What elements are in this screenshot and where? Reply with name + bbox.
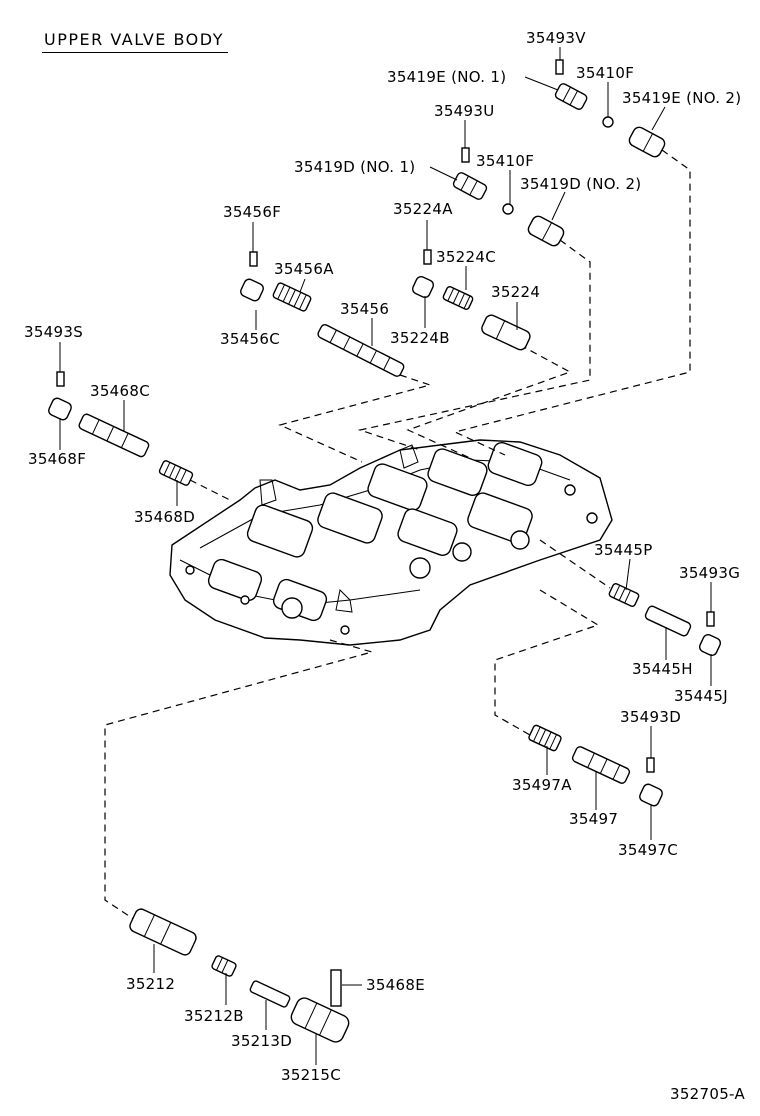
- part-35468D: [158, 460, 194, 486]
- part-35497C: [639, 783, 663, 807]
- part-35445H: [644, 605, 692, 637]
- part-35497A: [528, 724, 562, 752]
- part-35215C: [290, 997, 350, 1043]
- label-35468C: 35468C: [90, 382, 150, 400]
- label-35224A: 35224A: [393, 200, 453, 218]
- part-35493V: [555, 59, 564, 75]
- label-35212: 35212: [126, 975, 176, 993]
- label-35419E-no1: 35419E (NO. 1): [387, 68, 507, 86]
- part-35419E-no1: [554, 83, 588, 110]
- part-35212: [129, 908, 197, 956]
- label-35213D: 35213D: [231, 1032, 293, 1050]
- part-35212B: [211, 955, 237, 977]
- label-35419D-no1: 35419D (NO. 1): [294, 158, 416, 176]
- label-35468F: 35468F: [28, 450, 87, 468]
- leader-lines: [59, 47, 712, 1065]
- label-35456: 35456: [340, 300, 390, 318]
- label-35445J: 35445J: [674, 687, 728, 705]
- part-35445P: [608, 583, 640, 607]
- part-35493G: [706, 611, 715, 627]
- label-35493D: 35493D: [620, 708, 682, 726]
- label-35215C: 35215C: [281, 1066, 341, 1084]
- title-underline: [42, 52, 228, 53]
- diagram-title: UPPER VALVE BODY: [44, 30, 224, 49]
- part-35493U: [461, 147, 470, 163]
- label-35493S: 35493S: [24, 323, 84, 341]
- label-35456C: 35456C: [220, 330, 280, 348]
- part-35493S: [56, 371, 65, 387]
- part-35445J: [698, 633, 722, 657]
- label-35456A: 35456A: [274, 260, 334, 278]
- part-35419D-no1: [452, 172, 488, 200]
- part-35468C: [78, 413, 150, 458]
- part-35468F: [48, 397, 72, 421]
- label-35410F-a: 35410F: [576, 64, 635, 82]
- part-35224: [481, 314, 531, 351]
- label-35468E: 35468E: [366, 976, 425, 994]
- label-35493U: 35493U: [434, 102, 495, 120]
- part-35456A: [272, 282, 312, 312]
- label-35419D-no2: 35419D (NO. 2): [520, 175, 642, 193]
- label-35468D: 35468D: [134, 508, 196, 526]
- part-35456C: [240, 278, 264, 302]
- part-35419E-no2: [628, 126, 666, 158]
- label-35410F-b: 35410F: [476, 152, 535, 170]
- label-35497A: 35497A: [512, 776, 572, 794]
- parts: [48, 59, 722, 1043]
- label-35456F: 35456F: [223, 203, 282, 221]
- label-35224B: 35224B: [390, 329, 450, 347]
- part-35410F-b: [502, 203, 514, 215]
- label-35497: 35497: [569, 810, 619, 828]
- part-35224B: [411, 275, 435, 299]
- label-35212B: 35212B: [184, 1007, 244, 1025]
- label-35493G: 35493G: [679, 564, 741, 582]
- part-35493D: [646, 757, 655, 773]
- part-35224A: [423, 249, 432, 265]
- upper-valve-body: [169, 439, 613, 646]
- label-35493V: 35493V: [526, 29, 586, 47]
- assembly-lines: [104, 149, 691, 921]
- label-35445H: 35445H: [632, 660, 693, 678]
- part-35497: [571, 746, 631, 784]
- part-35419D-no2: [527, 215, 565, 247]
- part-35468E: [330, 969, 342, 1007]
- label-35224: 35224: [491, 283, 541, 301]
- label-35445P: 35445P: [594, 541, 653, 559]
- part-35213D: [249, 980, 291, 1008]
- part-35410F-a: [602, 116, 614, 128]
- part-35224C: [442, 286, 474, 310]
- label-35497C: 35497C: [618, 841, 678, 859]
- figure-id: 352705-A: [670, 1085, 746, 1103]
- part-35456F: [249, 251, 258, 267]
- part-35456: [317, 324, 405, 377]
- label-35419E-no2: 35419E (NO. 2): [622, 89, 742, 107]
- label-35224C: 35224C: [436, 248, 496, 266]
